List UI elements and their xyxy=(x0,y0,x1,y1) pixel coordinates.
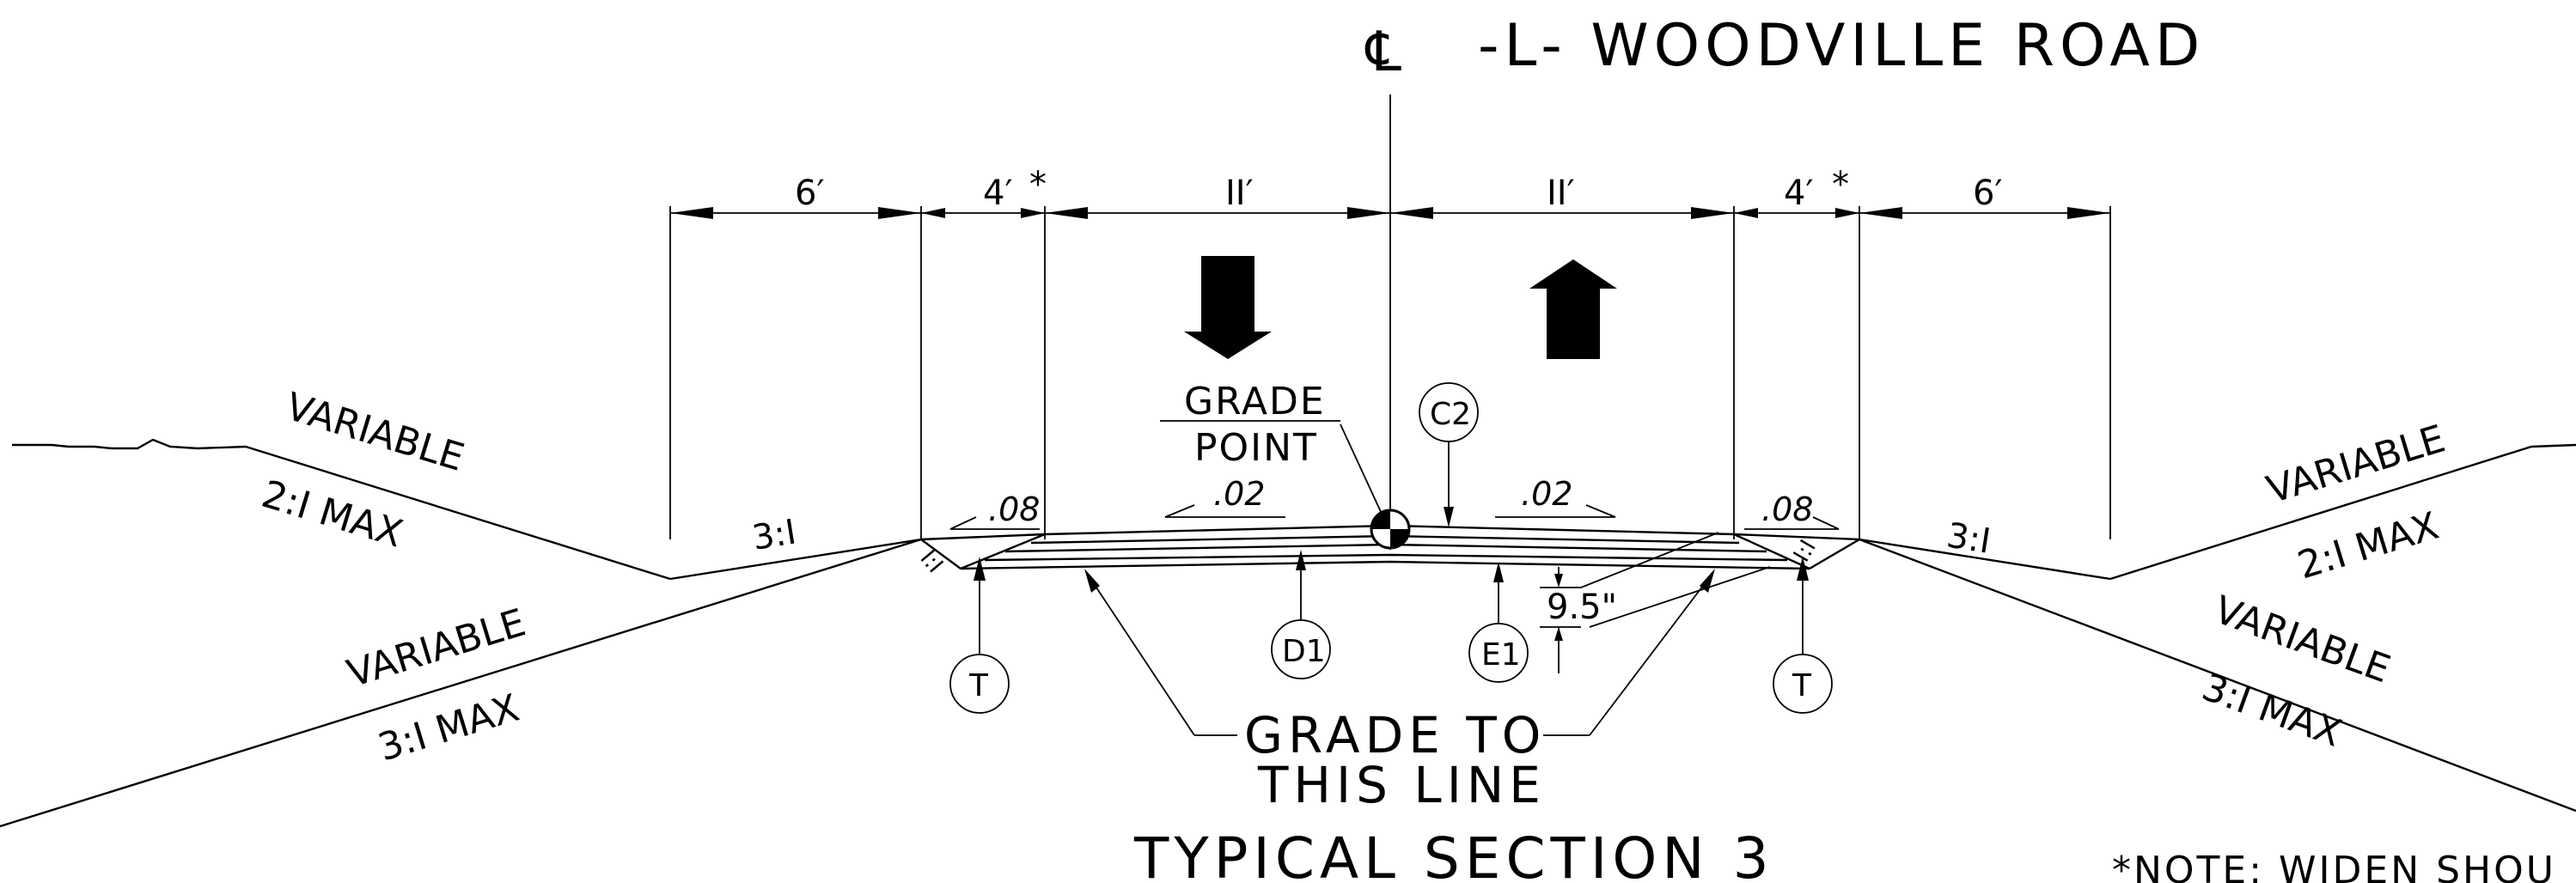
slope-ratio-upper-left: 2:I MAX xyxy=(257,472,408,557)
extension-lines xyxy=(669,206,2111,539)
grade-point-label-1: GRADE xyxy=(1184,380,1326,423)
callout-t-right: T xyxy=(1792,668,1812,703)
slope-left-edge: I:I xyxy=(915,545,948,578)
pavement-thickness: 9.5" xyxy=(1547,588,1617,627)
northbound-arrow-icon xyxy=(1529,259,1617,359)
slope-ratio-lower-right: 3:I MAX xyxy=(2196,665,2347,755)
callout-t-left: T xyxy=(968,668,989,703)
dim-left-lane: II′ xyxy=(1225,174,1254,213)
dim-left-asterisk: * xyxy=(1029,165,1047,204)
slope-left-lane: .02 xyxy=(1213,475,1265,513)
grade-point-label-2: POINT xyxy=(1194,426,1318,470)
slope-right-front: 3:I xyxy=(1944,515,1993,561)
grade-line-label-1: GRADE TO xyxy=(1244,706,1546,764)
dim-right-4ft: 4′ xyxy=(1784,174,1814,213)
road-title: -L- WOODVILLE ROAD xyxy=(1478,12,2205,80)
dimension-line xyxy=(670,207,2110,219)
slope-left-front: 3:I xyxy=(749,513,798,558)
dim-left-4ft: 4′ xyxy=(983,174,1013,213)
dim-left-6ft: 6′ xyxy=(795,174,825,213)
callout-e1: E1 xyxy=(1481,637,1521,673)
slope-ratio-lower-left: 3:I MAX xyxy=(373,686,524,770)
slope-left-shoulder: .08 xyxy=(988,490,1040,528)
slope-ratio-upper-right: 2:I MAX xyxy=(2292,504,2444,588)
slope-right-shoulder: .08 xyxy=(1761,490,1813,528)
grade-line-label-2: THIS LINE xyxy=(1257,756,1546,814)
slope-label-lower-left: VARIABLE xyxy=(342,600,530,696)
dim-right-lane: II′ xyxy=(1547,174,1575,213)
southbound-arrow-icon xyxy=(1184,256,1272,359)
slope-label-upper-right: VARIABLE xyxy=(2262,417,2450,512)
centerline-symbol: ℄ xyxy=(1364,21,1401,84)
callout-d1: D1 xyxy=(1282,634,1326,669)
callout-c2: C2 xyxy=(1430,397,1471,432)
slope-right-lane: .02 xyxy=(1521,475,1572,513)
section-title: TYPICAL SECTION 3 xyxy=(1133,825,1774,883)
dim-right-6ft: 6′ xyxy=(1973,174,2003,213)
note-text: *NOTE: WIDEN SHOU xyxy=(2112,849,2556,883)
existing-ground xyxy=(0,438,2576,828)
dim-right-asterisk: * xyxy=(1832,165,1849,204)
grade-point-marker xyxy=(1370,508,1411,550)
